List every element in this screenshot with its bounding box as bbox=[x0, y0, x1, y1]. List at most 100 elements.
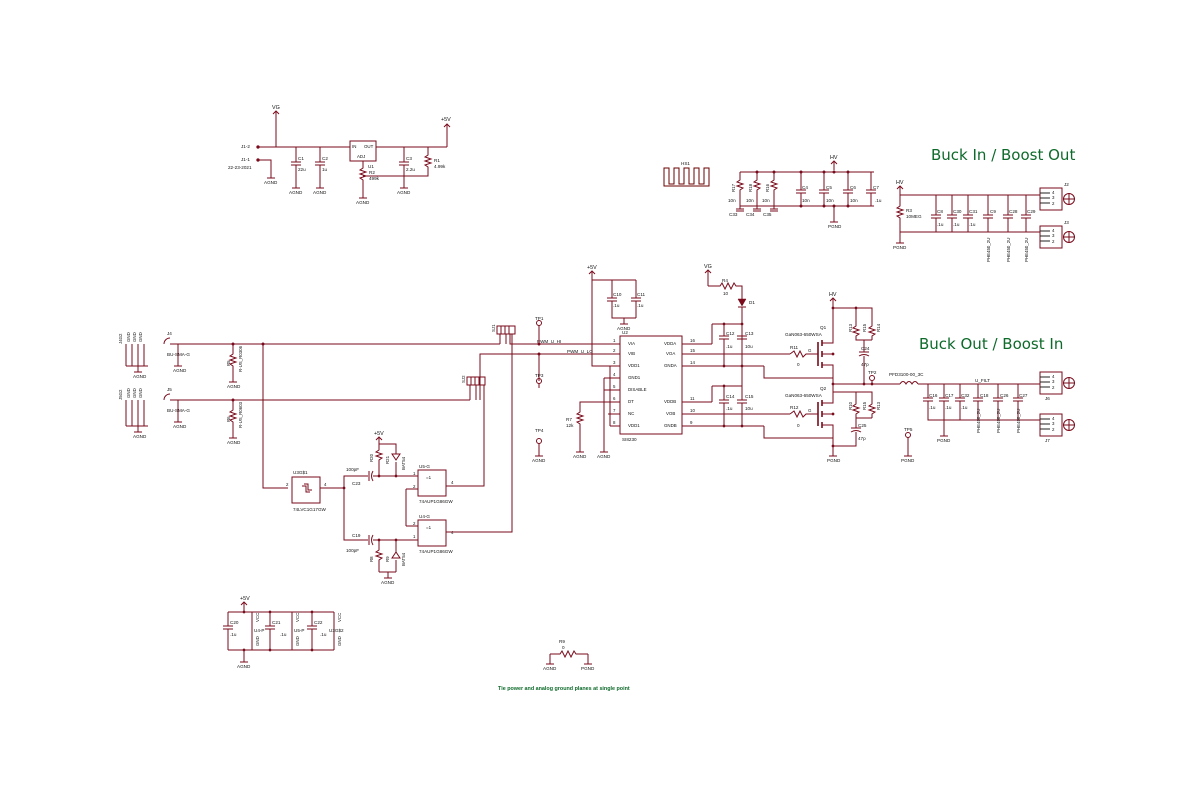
svg-text:C15: C15 bbox=[745, 394, 754, 399]
svg-text:ADJ: ADJ bbox=[357, 154, 365, 159]
svg-text:.1u: .1u bbox=[969, 222, 976, 227]
svg-text:SI8230: SI8230 bbox=[622, 437, 637, 442]
svg-text:12k: 12k bbox=[566, 423, 574, 428]
svg-text:C18: C18 bbox=[980, 393, 989, 398]
svg-text:PHE450_2U: PHE450_2U bbox=[1024, 238, 1029, 262]
svg-text:.1u: .1u bbox=[937, 222, 944, 227]
svg-text:+5V: +5V bbox=[587, 265, 597, 271]
svg-text:C3: C3 bbox=[406, 156, 412, 161]
svg-text:GND1: GND1 bbox=[628, 375, 641, 380]
svg-text:GND: GND bbox=[126, 332, 131, 342]
svg-text:PGND: PGND bbox=[581, 666, 595, 671]
ground-note: Tie power and analog ground planes at si… bbox=[498, 686, 630, 692]
svg-text:U5-G: U5-G bbox=[419, 464, 430, 469]
svg-text:VIB: VIB bbox=[628, 351, 635, 356]
svg-text:BU-SMA-G: BU-SMA-G bbox=[167, 408, 190, 413]
svg-text:R7: R7 bbox=[566, 417, 572, 422]
svg-text:5: 5 bbox=[613, 384, 616, 389]
svg-text:C35: C35 bbox=[763, 212, 772, 217]
svg-text:47p: 47p bbox=[858, 436, 866, 441]
svg-text:AGND: AGND bbox=[173, 424, 187, 429]
svg-text:10: 10 bbox=[690, 408, 695, 413]
heading-buck-in-boost-out: Buck In / Boost Out bbox=[931, 146, 1075, 164]
svg-text:C4: C4 bbox=[802, 185, 808, 190]
svg-text:.1u: .1u bbox=[945, 405, 952, 410]
svg-text:R14: R14 bbox=[876, 323, 881, 332]
svg-text:GNDA: GNDA bbox=[664, 363, 677, 368]
svg-text:J4G2: J4G2 bbox=[118, 333, 123, 344]
svg-text:499k: 499k bbox=[369, 176, 380, 181]
svg-text:PHE450_2U: PHE450_2U bbox=[986, 238, 991, 262]
svg-text:16: 16 bbox=[690, 338, 695, 343]
svg-text:AGND: AGND bbox=[133, 434, 147, 439]
svg-text:2: 2 bbox=[286, 482, 289, 487]
svg-text:R6: R6 bbox=[226, 416, 231, 422]
svg-text:C28: C28 bbox=[1009, 209, 1018, 214]
svg-text:J5: J5 bbox=[167, 387, 172, 392]
svg-text:VCC: VCC bbox=[295, 613, 300, 622]
svg-text:J3: J3 bbox=[1064, 220, 1069, 225]
svg-text:+5V: +5V bbox=[240, 596, 250, 602]
svg-text:GND: GND bbox=[255, 636, 260, 646]
svg-text:AGND: AGND bbox=[597, 454, 611, 459]
svg-text:R15: R15 bbox=[862, 323, 867, 332]
svg-text:1: 1 bbox=[613, 338, 616, 343]
svg-text:GaN063-650WSA: GaN063-650WSA bbox=[785, 332, 823, 337]
svg-text:C10: C10 bbox=[613, 292, 622, 297]
j6-connector bbox=[1039, 371, 1063, 395]
svg-text:VDD1: VDD1 bbox=[628, 363, 640, 368]
svg-text:PGND: PGND bbox=[828, 224, 842, 229]
svg-text:R4: R4 bbox=[722, 278, 728, 283]
svg-text:R-US_R0603: R-US_R0603 bbox=[238, 401, 243, 428]
svg-text:U5-P: U5-P bbox=[294, 628, 304, 633]
j1-1-label: J1-1 bbox=[241, 157, 250, 162]
svg-text:8: 8 bbox=[613, 420, 616, 425]
svg-text:G: G bbox=[808, 408, 812, 413]
svg-text:10n: 10n bbox=[728, 198, 736, 203]
svg-text:PWM_U_LO: PWM_U_LO bbox=[567, 349, 593, 354]
svg-text:PHE450_2U: PHE450_2U bbox=[1006, 238, 1011, 262]
ground-tie: R9 0 AGND PGND bbox=[543, 639, 595, 671]
svg-text:C17: C17 bbox=[945, 393, 954, 398]
svg-text:AGND: AGND bbox=[573, 454, 587, 459]
svg-text:7: 7 bbox=[613, 408, 616, 413]
svg-text:C31: C31 bbox=[969, 209, 978, 214]
svg-text:PHE450_2U: PHE450_2U bbox=[976, 409, 981, 433]
svg-text:C1: C1 bbox=[298, 156, 304, 161]
svg-text:C29: C29 bbox=[1027, 209, 1036, 214]
sj1-jumper bbox=[496, 325, 516, 335]
svg-text:C13: C13 bbox=[745, 331, 754, 336]
svg-text:HV: HV bbox=[829, 292, 837, 298]
svg-text:GND: GND bbox=[138, 332, 143, 342]
heading-buck-out-boost-in: Buck Out / Boost In bbox=[919, 335, 1063, 353]
svg-text:C12: C12 bbox=[726, 331, 735, 336]
svg-text:.1u: .1u bbox=[230, 632, 237, 637]
power-stage: HV Q1 GaN063-650WSA G R11 0 R13 R15 R14 … bbox=[763, 292, 1040, 463]
j3-connector bbox=[1039, 225, 1063, 249]
svg-text:1: 1 bbox=[413, 471, 416, 476]
svg-text:J6: J6 bbox=[1045, 396, 1050, 401]
svg-text:10n: 10n bbox=[826, 198, 834, 203]
input-connectors: J4 BU-SMA-G AGND J4G2 GND GND GND AGND R… bbox=[118, 331, 500, 489]
svg-text:PWM_U_HI: PWM_U_HI bbox=[537, 339, 561, 344]
svg-text:PHE450_2U: PHE450_2U bbox=[996, 409, 1001, 433]
svg-text:4: 4 bbox=[324, 482, 327, 487]
svg-text:10n: 10n bbox=[850, 198, 858, 203]
svg-text:C7: C7 bbox=[873, 185, 879, 190]
svg-text:74LVC1G17GW: 74LVC1G17GW bbox=[293, 507, 327, 512]
svg-text:R15: R15 bbox=[862, 401, 867, 410]
svg-text:AGND: AGND bbox=[227, 440, 241, 445]
svg-text:0: 0 bbox=[797, 362, 800, 367]
svg-text:4: 4 bbox=[1052, 374, 1055, 379]
svg-text:GaN063-650WSA: GaN063-650WSA bbox=[785, 393, 823, 398]
svg-text:R2: R2 bbox=[369, 170, 375, 175]
svg-text:U3G$1: U3G$1 bbox=[293, 470, 308, 475]
u5-xor-body bbox=[417, 469, 447, 497]
buck-out-section: U_FILT PGND C16 .1u C17 .1u C32 .1u C18 … bbox=[923, 371, 1075, 443]
tp2-testpoint-icon bbox=[869, 375, 875, 381]
svg-text:U3G$2: U3G$2 bbox=[329, 628, 344, 633]
svg-text:+5V: +5V bbox=[441, 117, 451, 123]
svg-text:R13: R13 bbox=[848, 323, 853, 332]
svg-text:TP1: TP1 bbox=[535, 316, 544, 321]
svg-text:10u: 10u bbox=[745, 344, 753, 349]
